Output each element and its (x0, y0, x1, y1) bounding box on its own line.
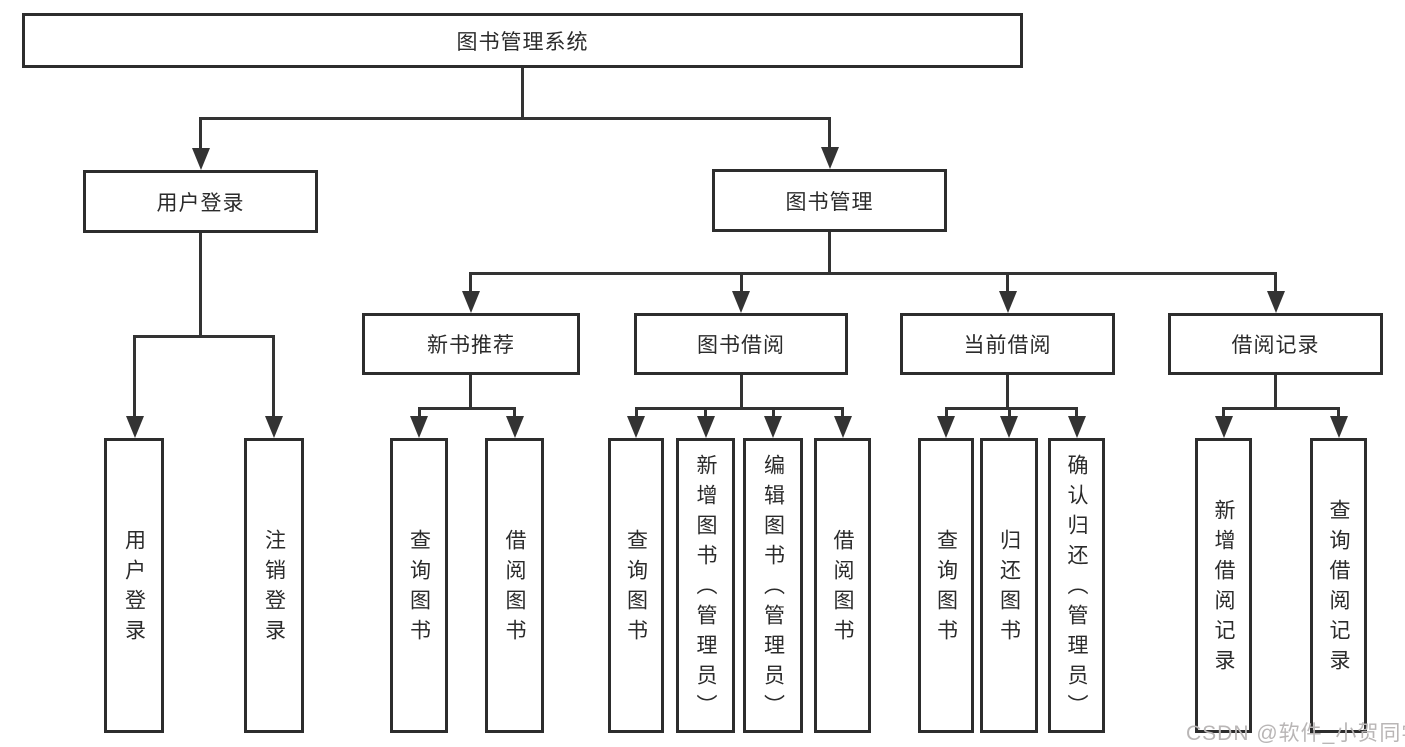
connector-line (945, 407, 948, 419)
connector-line (635, 407, 638, 419)
node-new-book-recommendation: 新书推荐 (362, 313, 580, 375)
arrowhead-down (265, 416, 283, 438)
connector-line (469, 272, 1277, 275)
arrowhead-down (192, 148, 210, 170)
arrowhead-down (1000, 416, 1018, 438)
leaf-query-borrow-record: 查询借阅记录 (1310, 438, 1367, 733)
node-book-management: 图书管理 (712, 169, 947, 232)
leaf-query-books-recommend: 查询图书 (390, 438, 448, 733)
connector-line (828, 117, 831, 150)
connector-line (418, 407, 421, 419)
connector-line (199, 117, 831, 120)
leaf-add-borrow-record: 新增借阅记录 (1195, 438, 1252, 733)
arrowhead-down (732, 291, 750, 313)
connector-line (740, 272, 743, 294)
csdn-watermark: CSDN @软件_小贺同学 (1186, 722, 1405, 745)
arrowhead-down (506, 416, 524, 438)
node-user-login: 用户登录 (83, 170, 318, 233)
connector-line (1006, 272, 1009, 294)
connector-line (1274, 375, 1277, 410)
leaf-query-books-current: 查询图书 (918, 438, 974, 733)
connector-line (772, 407, 775, 419)
arrowhead-down (834, 416, 852, 438)
connector-line (945, 407, 1078, 410)
node-book-borrowing: 图书借阅 (634, 313, 848, 375)
leaf-user-login: 用户登录 (104, 438, 164, 733)
arrowhead-down (764, 416, 782, 438)
connector-line (1274, 272, 1277, 294)
arrowhead-down (1330, 416, 1348, 438)
connector-line (841, 407, 844, 419)
connector-line (469, 272, 472, 294)
connector-line (133, 335, 275, 338)
arrowhead-down (821, 147, 839, 169)
arrowhead-down (126, 416, 144, 438)
connector-line (828, 232, 831, 275)
leaf-add-books-admin: 新增图书（管理员） (676, 438, 735, 733)
arrowhead-down (410, 416, 428, 438)
leaf-borrow-books-borrowing: 借阅图书 (814, 438, 871, 733)
arrowhead-down (937, 416, 955, 438)
node-library-management-system: 图书管理系统 (22, 13, 1023, 68)
connector-line (1075, 407, 1078, 419)
arrowhead-down (627, 416, 645, 438)
connector-line (740, 375, 743, 410)
leaf-edit-books-admin: 编辑图书（管理员） (743, 438, 803, 733)
leaf-logout: 注销登录 (244, 438, 304, 733)
arrowhead-down (462, 291, 480, 313)
connector-line (1222, 407, 1225, 419)
connector-line (272, 335, 275, 418)
arrowhead-down (1068, 416, 1086, 438)
connector-line (521, 68, 524, 120)
connector-line (635, 407, 844, 410)
node-current-borrowing: 当前借阅 (900, 313, 1115, 375)
leaf-query-books-borrowing: 查询图书 (608, 438, 664, 733)
leaf-confirm-return-admin: 确认归还（管理员） (1048, 438, 1105, 733)
connector-line (418, 407, 516, 410)
connector-line (199, 233, 202, 338)
leaf-borrow-books-recommend: 借阅图书 (485, 438, 544, 733)
connector-line (513, 407, 516, 419)
connector-line (1222, 407, 1340, 410)
node-borrowing-records: 借阅记录 (1168, 313, 1383, 375)
connector-line (133, 335, 136, 418)
arrowhead-down (697, 416, 715, 438)
arrowhead-down (999, 291, 1017, 313)
arrowhead-down (1215, 416, 1233, 438)
connector-line (1337, 407, 1340, 419)
leaf-return-books: 归还图书 (980, 438, 1038, 733)
connector-line (704, 407, 707, 419)
arrowhead-down (1267, 291, 1285, 313)
connector-line (469, 375, 472, 410)
connector-line (199, 117, 202, 150)
connector-line (1006, 375, 1009, 410)
connector-line (1008, 407, 1011, 419)
